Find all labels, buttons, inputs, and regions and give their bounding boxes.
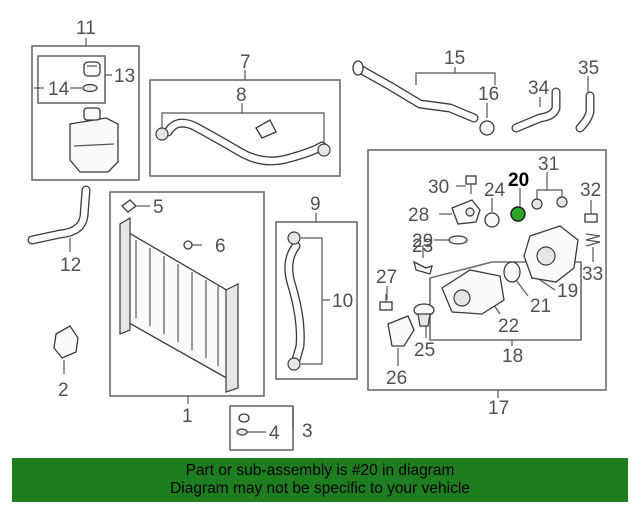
callout-14: 14 — [48, 79, 70, 100]
part-28-sensor — [451, 199, 481, 225]
callout-10: 10 — [332, 291, 353, 312]
group-box-3 — [229, 405, 294, 451]
part-29-oring — [448, 235, 468, 245]
callout-7: 7 — [240, 52, 251, 73]
callout-6: 6 — [215, 236, 226, 257]
part-21-gasket — [503, 261, 521, 283]
part-31-clamps — [531, 196, 568, 210]
callout-18: 18 — [502, 346, 523, 367]
callout-21: 21 — [530, 296, 551, 317]
callout-23: 23 — [412, 236, 433, 257]
callout-29: 29 — [412, 231, 433, 252]
part-10-hose — [284, 231, 305, 371]
callout-34: 34 — [528, 78, 550, 99]
part-13-cap — [83, 61, 101, 77]
callout-16: 16 — [478, 84, 499, 105]
callout-12: 12 — [60, 255, 81, 276]
callout-25: 25 — [414, 340, 435, 361]
callout-5: 5 — [153, 197, 164, 218]
part-20-highlighted — [510, 206, 526, 222]
callout-17: 17 — [488, 398, 509, 419]
part-24-gasket — [484, 212, 500, 228]
callout-22: 22 — [498, 316, 519, 337]
part-35-hose — [575, 91, 595, 133]
part-14-seal — [82, 83, 98, 93]
callout-28: 28 — [408, 205, 429, 226]
banner-line-1: Part or sub-assembly is #20 in diagram — [185, 462, 455, 479]
callout-35: 35 — [578, 58, 599, 79]
part-15-pipe — [352, 60, 479, 123]
callout-31: 31 — [538, 154, 559, 175]
callout-2: 2 — [58, 380, 69, 401]
part-19-housing — [523, 225, 579, 283]
callout-15: 15 — [444, 48, 465, 69]
group-box-14 — [37, 55, 106, 104]
group-box-18 — [429, 261, 582, 341]
part-32-clamp — [584, 213, 598, 223]
callout-33: 33 — [582, 264, 603, 285]
callout-26: 26 — [386, 368, 407, 389]
part-6-plug — [183, 240, 193, 250]
part-2-bracket — [53, 325, 79, 359]
callout-20: 20 — [508, 170, 529, 191]
callout-24: 24 — [484, 180, 506, 201]
part-26-fitting — [387, 315, 415, 347]
part-30-bolt — [465, 175, 477, 194]
part-25-thermostat — [413, 303, 435, 327]
callout-4: 4 — [269, 423, 280, 444]
callout-numbers: 11 13 14 7 8 15 16 34 35 12 5 6 1 2 3 4 … — [48, 18, 603, 444]
group-box-17 — [367, 149, 607, 391]
callout-27: 27 — [376, 267, 397, 288]
callout-19: 19 — [557, 281, 578, 302]
part-16-oring — [479, 120, 495, 136]
part-33-spring — [585, 233, 601, 247]
callout-8: 8 — [236, 85, 247, 106]
part-27-bolt — [379, 294, 393, 311]
callout-11: 11 — [76, 18, 96, 39]
leader-lines — [34, 38, 594, 433]
group-box-1 — [109, 191, 265, 397]
parts-diagram: 11 13 14 7 8 15 16 34 35 12 5 6 1 2 3 4 … — [27, 18, 607, 451]
info-banner: Part or sub-assembly is #20 in diagram D… — [12, 458, 628, 502]
part-23-gasket — [413, 260, 433, 275]
callout-32: 32 — [580, 180, 601, 201]
part-3-4-plug — [236, 413, 250, 436]
callout-13: 13 — [114, 66, 135, 87]
part-12-hose — [27, 185, 91, 245]
part-11-reservoir — [69, 107, 119, 173]
part-5-cap — [121, 199, 137, 213]
part-22-housing — [441, 269, 505, 315]
callout-3: 3 — [302, 421, 313, 442]
part-34-hose — [511, 87, 561, 133]
callout-1: 1 — [182, 406, 193, 427]
banner-line-2: Diagram may not be specific to your vehi… — [170, 480, 470, 497]
callout-30: 30 — [428, 177, 449, 198]
part-1-radiator — [119, 216, 239, 393]
callout-9: 9 — [310, 194, 321, 215]
part-8-hose — [155, 118, 331, 166]
